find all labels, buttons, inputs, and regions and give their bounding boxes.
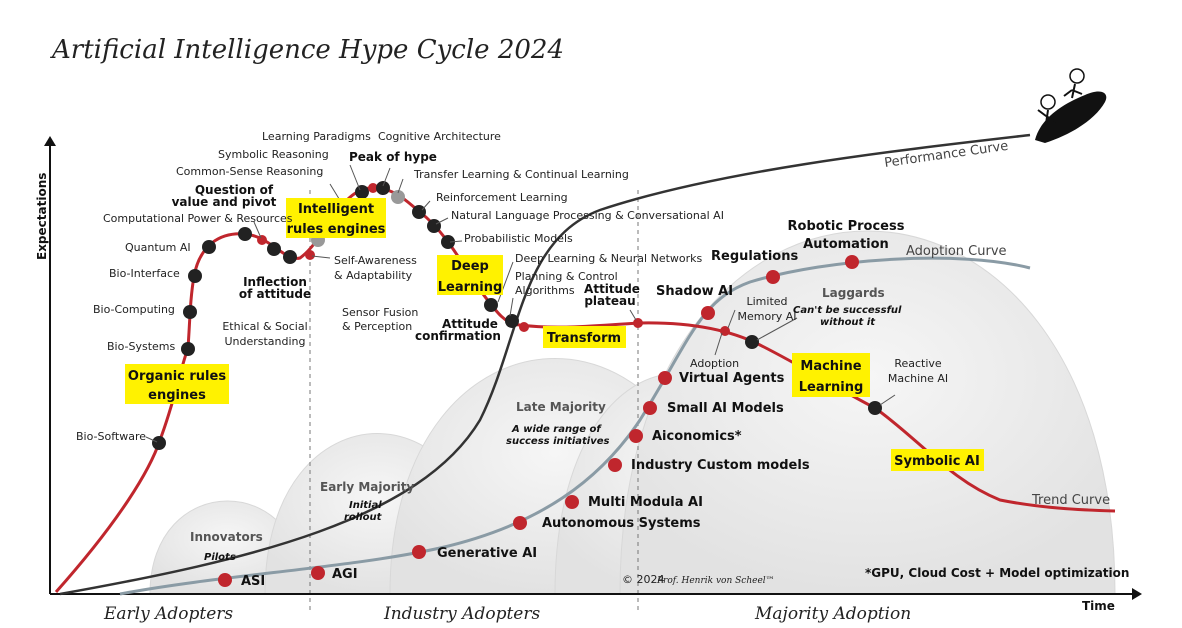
label-learning-paradigms: Learning Paradigms xyxy=(262,130,371,143)
label-deep-neural: Deep Learning & Neural Networks xyxy=(515,252,703,265)
trend-curve-label: Trend Curve xyxy=(1031,493,1110,508)
label-regulations: Regulations xyxy=(711,249,798,264)
pointer-lines xyxy=(145,164,896,443)
label-sensor-2: & Perception xyxy=(342,320,412,333)
label-self-awareness-2: & Adaptability xyxy=(334,269,413,282)
label-quantum-ai: Quantum AI xyxy=(125,241,191,254)
label-reactive-1: Reactive xyxy=(894,357,942,370)
label-small-models: Small AI Models xyxy=(667,401,784,416)
label-asi: ASI xyxy=(241,574,265,589)
label-bio-software: Bio-Software xyxy=(76,430,146,443)
stage-deep-box xyxy=(437,255,503,295)
laggards-sub2: without it xyxy=(820,317,876,328)
innovators-sub: Pilots xyxy=(204,552,236,563)
label-bio-systems: Bio-Systems xyxy=(107,340,176,353)
surfer-illustration xyxy=(1035,68,1107,143)
label-attitude-confirmation-2: confirmation xyxy=(415,329,501,343)
stage-organic-line1: Organic rules xyxy=(128,369,226,384)
performance-curve xyxy=(59,133,1031,596)
adoption-dots xyxy=(218,255,859,587)
label-generative-ai: Generative AI xyxy=(437,546,537,561)
laggards-label: Laggards xyxy=(822,286,885,300)
label-aiconomics: Aiconomics* xyxy=(652,429,742,444)
stage-deep-line2: Learning xyxy=(438,280,503,295)
innovators-label: Innovators xyxy=(190,530,263,544)
label-inflection-1: Inflection xyxy=(243,275,307,289)
diagram-title: Artificial Intelligence Hype Cycle 2024 xyxy=(50,35,564,65)
late-majority-sub1: A wide range of xyxy=(511,424,602,435)
label-question-1: Question of xyxy=(195,183,274,197)
label-attitude-plateau-1: Attitude xyxy=(584,282,640,296)
label-probabilistic: Probabilistic Models xyxy=(464,232,573,245)
hype-dots xyxy=(152,181,882,450)
label-transfer-learning: Transfer Learning & Continual Learning xyxy=(413,168,629,181)
label-nlp: Natural Language Processing & Conversati… xyxy=(451,209,724,222)
label-symbolic-reasoning: Symbolic Reasoning xyxy=(218,148,329,161)
stage-organic-box xyxy=(125,364,229,404)
label-sensor-1: Sensor Fusion xyxy=(342,306,418,319)
label-self-awareness-1: Self-Awareness xyxy=(334,254,417,267)
label-limited-1: Limited xyxy=(746,295,787,308)
label-reinforcement: Reinforcement Learning xyxy=(436,191,568,204)
label-inflection-2: of attitude xyxy=(239,287,311,301)
axes xyxy=(44,136,1142,600)
y-axis-label: Expectations xyxy=(35,173,49,260)
copyright-name: Prof. Henrik von Scheel™ xyxy=(656,576,775,586)
label-ethical-2: Understanding xyxy=(224,335,305,348)
late-majority-label: Late Majority xyxy=(516,400,606,414)
stage-deep-line1: Deep xyxy=(451,259,489,274)
phase-early-adopters: Early Adopters xyxy=(103,604,233,624)
label-attitude-confirmation-1: Attitude xyxy=(442,317,498,331)
label-industry-custom: Industry Custom models xyxy=(631,458,810,473)
stage-organic-line2: engines xyxy=(148,388,206,403)
label-adoption: Adoption xyxy=(690,357,739,370)
stage-symbolic: Symbolic AI xyxy=(894,454,980,469)
phase-industry-adopters: Industry Adopters xyxy=(383,604,540,624)
label-autonomous: Autonomous Systems xyxy=(542,516,701,531)
label-planning-2: Algorithms xyxy=(515,284,575,297)
performance-curve-label: Performance Curve xyxy=(883,139,1009,171)
label-virtual-agents: Virtual Agents xyxy=(679,371,785,386)
stage-transform: Transform xyxy=(547,331,621,346)
label-shadow-ai: Shadow AI xyxy=(656,284,733,299)
label-cognitive-architecture: Cognitive Architecture xyxy=(378,130,501,143)
label-attitude-plateau-2: plateau xyxy=(584,294,635,308)
label-agi: AGI xyxy=(332,567,358,582)
label-computational-power: Computational Power & Resources xyxy=(103,212,293,225)
stage-intelligent-line2: rules engines xyxy=(287,222,386,237)
stage-ml-line2: Learning xyxy=(799,380,864,395)
label-common-sense: Common-Sense Reasoning xyxy=(176,165,323,178)
label-multi-modula: Multi Modula AI xyxy=(588,495,703,510)
label-planning-1: Planning & Control xyxy=(515,270,618,283)
label-bio-interface: Bio-Interface xyxy=(109,267,180,280)
stage-ml-box xyxy=(792,353,870,397)
label-rpa-2: Automation xyxy=(803,237,889,252)
stage-ml-line1: Machine xyxy=(800,359,861,374)
early-majority-sub1: Initial xyxy=(349,500,382,511)
label-reactive-2: Machine AI xyxy=(888,372,948,385)
label-bio-computing: Bio-Computing xyxy=(93,303,175,316)
stage-transform-box xyxy=(543,326,626,348)
footnote: *GPU, Cloud Cost + Model optimization xyxy=(865,566,1129,580)
adoption-curve-label: Adoption Curve xyxy=(906,244,1007,259)
stage-intelligent-line1: Intelligent xyxy=(298,202,374,217)
label-rpa-1: Robotic Process xyxy=(788,219,905,234)
early-majority-label: Early Majority xyxy=(320,480,414,494)
label-limited-2: Memory AI xyxy=(737,310,796,323)
phase-majority-adoption: Majority Adoption xyxy=(754,604,911,624)
late-majority-sub2: success initiatives xyxy=(506,436,610,447)
x-axis-label: Time xyxy=(1082,599,1115,613)
laggards-sub1: Can't be successful xyxy=(793,305,902,316)
label-question-2: value and pivot xyxy=(172,195,277,209)
stage-symbolic-box xyxy=(891,449,984,471)
label-peak: Peak of hype xyxy=(349,150,437,164)
label-ethical-1: Ethical & Social xyxy=(222,320,307,333)
early-majority-sub2: rollout xyxy=(344,512,383,523)
stage-intelligent-box xyxy=(286,198,386,238)
copyright-prefix: © 2024 xyxy=(622,573,665,586)
